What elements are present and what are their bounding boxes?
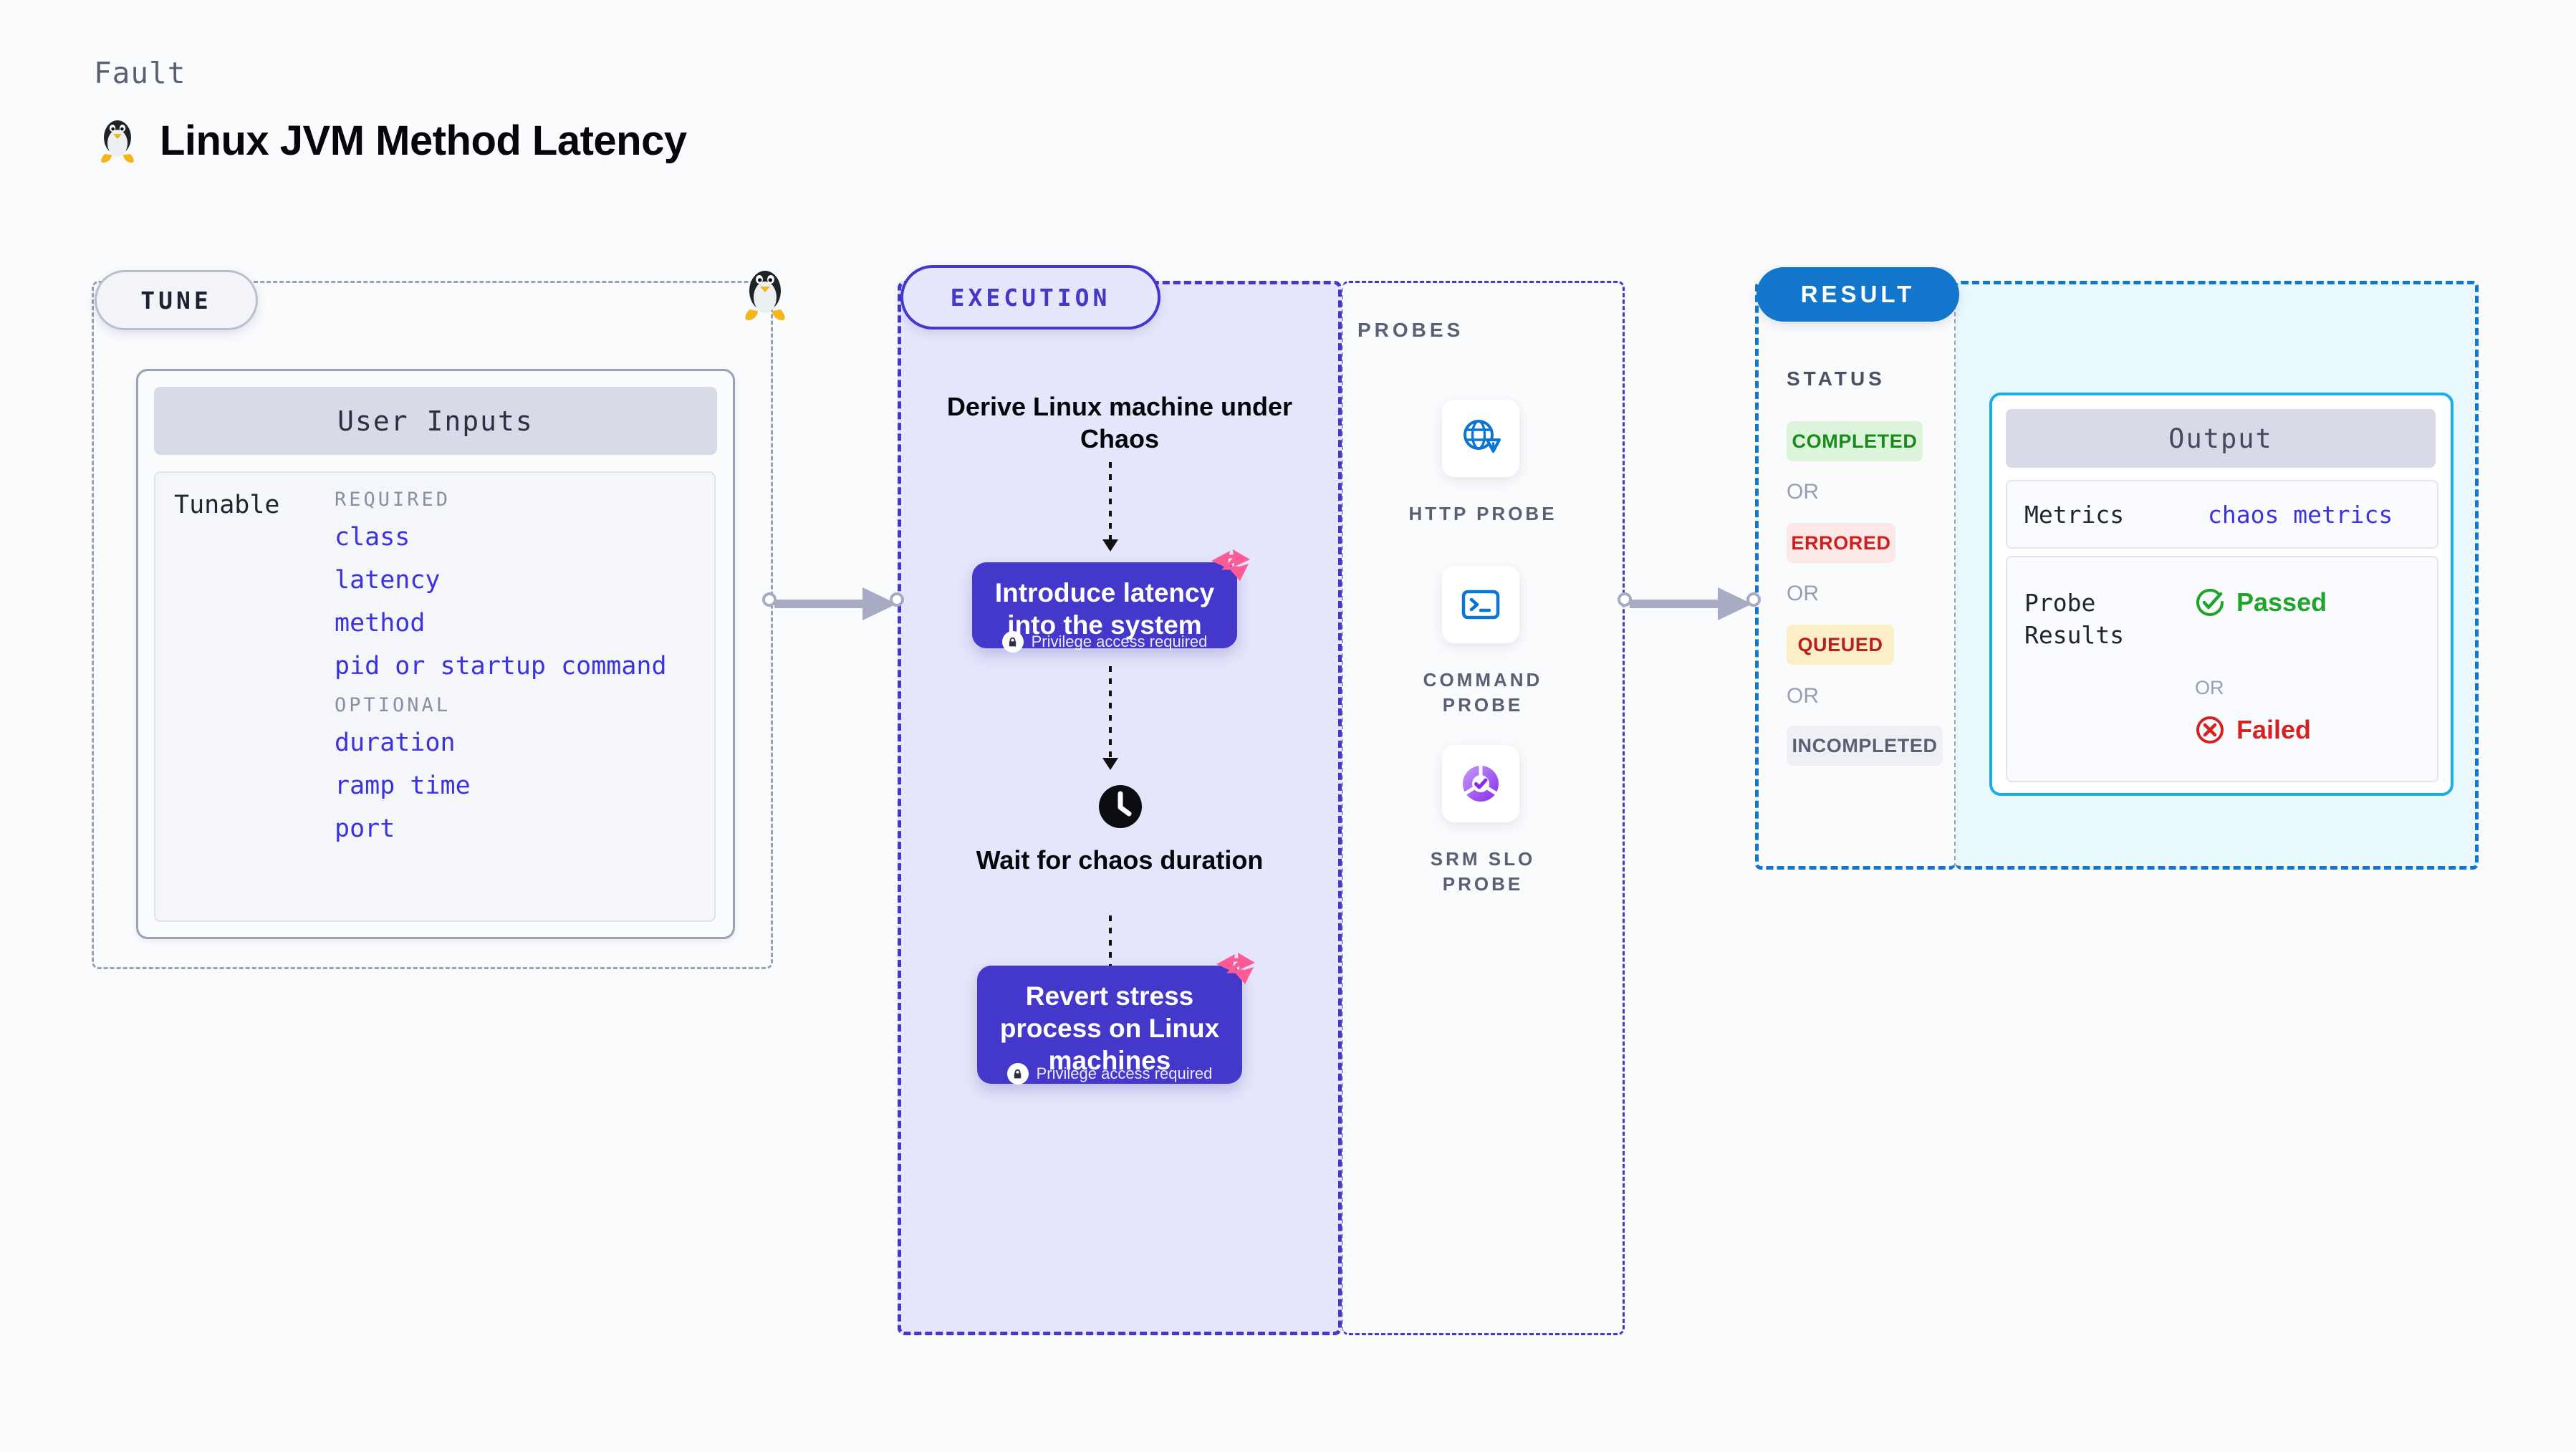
- probe-tile-http[interactable]: [1442, 400, 1519, 477]
- metrics-value[interactable]: chaos metrics: [2208, 501, 2393, 529]
- flow-arrow-2: [1102, 666, 1118, 770]
- privilege-note: Privilege access required: [977, 1063, 1242, 1085]
- output-title: Output: [2006, 409, 2436, 468]
- step-wait-duration: Wait for chaos duration: [976, 845, 1264, 875]
- step-derive-machine: Derive Linux machine under Chaos: [946, 392, 1293, 453]
- tunable-item[interactable]: port: [335, 814, 395, 843]
- or-label: OR: [1787, 582, 1819, 605]
- tunable-item[interactable]: method: [335, 609, 426, 638]
- probe-result-passed: Passed: [2195, 587, 2327, 617]
- tunable-item[interactable]: class: [335, 523, 410, 552]
- linux-penguin-icon: [101, 120, 134, 163]
- user-inputs-card: User Inputs Tunable REQUIRED class laten…: [136, 369, 735, 939]
- privilege-note-label: Privilege access required: [1031, 633, 1208, 650]
- tunable-item[interactable]: latency: [335, 566, 441, 595]
- privilege-note: Privilege access required: [972, 631, 1237, 653]
- or-label: OR: [1787, 684, 1819, 708]
- terminal-icon: [1461, 590, 1500, 620]
- connector-tune-to-execution: [762, 587, 905, 620]
- status-badge-queued: QUEUED: [1787, 625, 1894, 665]
- litmus-flag-icon: [1211, 549, 1250, 581]
- lock-icon: [1001, 631, 1024, 653]
- user-inputs-title: User Inputs: [154, 387, 717, 455]
- page-title: Linux JVM Method Latency: [160, 117, 687, 164]
- tune-badge[interactable]: TUNE: [95, 270, 258, 330]
- tunable-list: REQUIRED class latency method pid or sta…: [335, 489, 707, 860]
- connector-execution-to-result: [1618, 587, 1762, 620]
- status-badge-incompleted: INCOMPLETED: [1787, 726, 1943, 766]
- tunable-label: Tunable: [174, 491, 280, 519]
- probe-label-http: HTTP PROBE: [1408, 503, 1557, 524]
- page-eyebrow: Fault: [94, 56, 186, 90]
- probe-result-failed: Failed: [2195, 715, 2311, 745]
- probe-tile-srm-slo[interactable]: [1442, 745, 1519, 822]
- probe-label-command: COMMAND PROBE: [1423, 669, 1543, 716]
- passed-label: Passed: [2236, 587, 2327, 617]
- status-badge-errored: ERRORED: [1787, 523, 1895, 563]
- lock-icon: [1006, 1063, 1029, 1085]
- clock-icon: [1099, 785, 1142, 828]
- page-title-row: Linux JVM Method Latency: [95, 116, 687, 165]
- globe-warning-icon: [1464, 420, 1501, 453]
- group-heading-required: REQUIRED: [335, 489, 451, 511]
- tunable-item[interactable]: pid or startup command: [335, 652, 667, 681]
- privilege-note-label: Privilege access required: [1036, 1064, 1213, 1082]
- tunables-box: Tunable REQUIRED class latency method pi…: [154, 471, 716, 922]
- execution-badge[interactable]: EXECUTION: [900, 265, 1160, 330]
- x-circle-icon: [2196, 716, 2224, 744]
- or-label: OR: [1787, 480, 1819, 504]
- step-title: Revert stress process on Linux machines: [999, 981, 1220, 1076]
- status-badge-completed: COMPLETED: [1787, 421, 1923, 461]
- metrics-row: Metrics chaos metrics: [2006, 480, 2438, 549]
- linux-penguin-connector-icon: [745, 271, 785, 321]
- step-revert-stress[interactable]: Revert stress process on Linux machines …: [977, 953, 1255, 1085]
- litmus-flag-icon: [1216, 953, 1255, 984]
- slo-donut-check-icon: [1463, 766, 1499, 802]
- group-heading-optional: OPTIONAL: [335, 694, 451, 716]
- probes-title: PROBES: [1357, 319, 1464, 341]
- tunable-item[interactable]: ramp time: [335, 771, 471, 800]
- result-status-panel: [1755, 281, 1956, 870]
- status-title: STATUS: [1787, 367, 1885, 390]
- probe-label-srm-slo: SRM SLO PROBE: [1430, 848, 1536, 895]
- tunable-item[interactable]: duration: [335, 729, 456, 757]
- check-circle-icon: [2196, 589, 2224, 616]
- or-label: OR: [2195, 677, 2224, 698]
- failed-label: Failed: [2236, 715, 2312, 744]
- metrics-label: Metrics: [2024, 501, 2125, 529]
- flow-arrow-1: [1102, 462, 1118, 552]
- probe-tile-command[interactable]: [1442, 566, 1519, 643]
- step-introduce-latency[interactable]: Introduce latency into the system Privil…: [972, 549, 1250, 653]
- step-title: Introduce latency into the system: [994, 578, 1215, 640]
- result-badge[interactable]: RESULT: [1756, 267, 1959, 322]
